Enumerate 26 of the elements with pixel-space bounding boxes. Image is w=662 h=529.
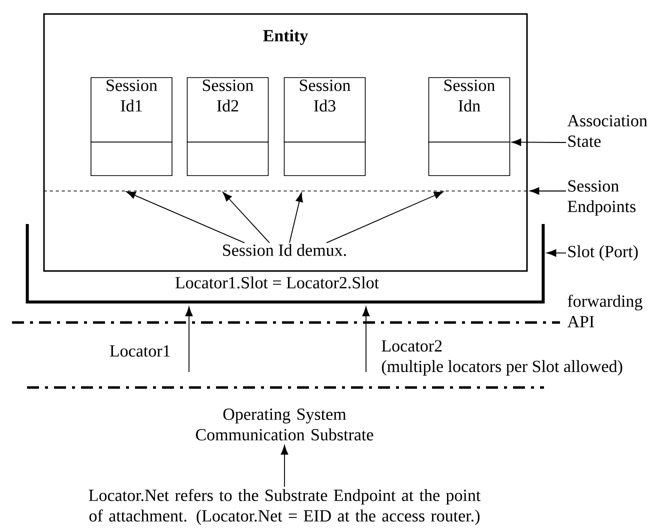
- text-label: Session Endpoints: [568, 180, 636, 216]
- text-label: Association State: [567, 115, 648, 147]
- arrow: [530, 187, 566, 195]
- text-label: Locator1.Slot = Locator2.Slot: [175, 276, 379, 288]
- arrow: [362, 306, 370, 372]
- text-label: Operating System Communication Substrate: [196, 408, 374, 440]
- edge-label: Locator1: [110, 345, 170, 357]
- arrow: [222, 192, 270, 244]
- session-box: Session Id3: [283, 77, 366, 176]
- session-box: Session Idn: [428, 77, 511, 176]
- session-box: Session Id2: [186, 77, 270, 176]
- arrow: [546, 249, 566, 257]
- session-box: Session Id1: [90, 77, 173, 176]
- arrow: [289, 192, 303, 244]
- text-label: Slot (Port): [568, 245, 638, 261]
- edge-label: Locator2 (multiple locators per Slot allowed): [382, 340, 622, 376]
- arrow: [512, 138, 566, 146]
- arrow: [280, 445, 288, 488]
- arrow: [185, 306, 193, 372]
- slot-bracket: [26, 224, 545, 304]
- text-label: forwarding API: [567, 294, 642, 328]
- dashed-line: [43, 190, 528, 192]
- arrow: [126, 191, 245, 244]
- arrow: [326, 191, 444, 244]
- text-label: Session Id demux.: [223, 244, 346, 256]
- note-text: Locator.Net refers to the Substrate Endpoint at the point of attachment. (Locator.Net = EID at the access router.): [88, 488, 481, 526]
